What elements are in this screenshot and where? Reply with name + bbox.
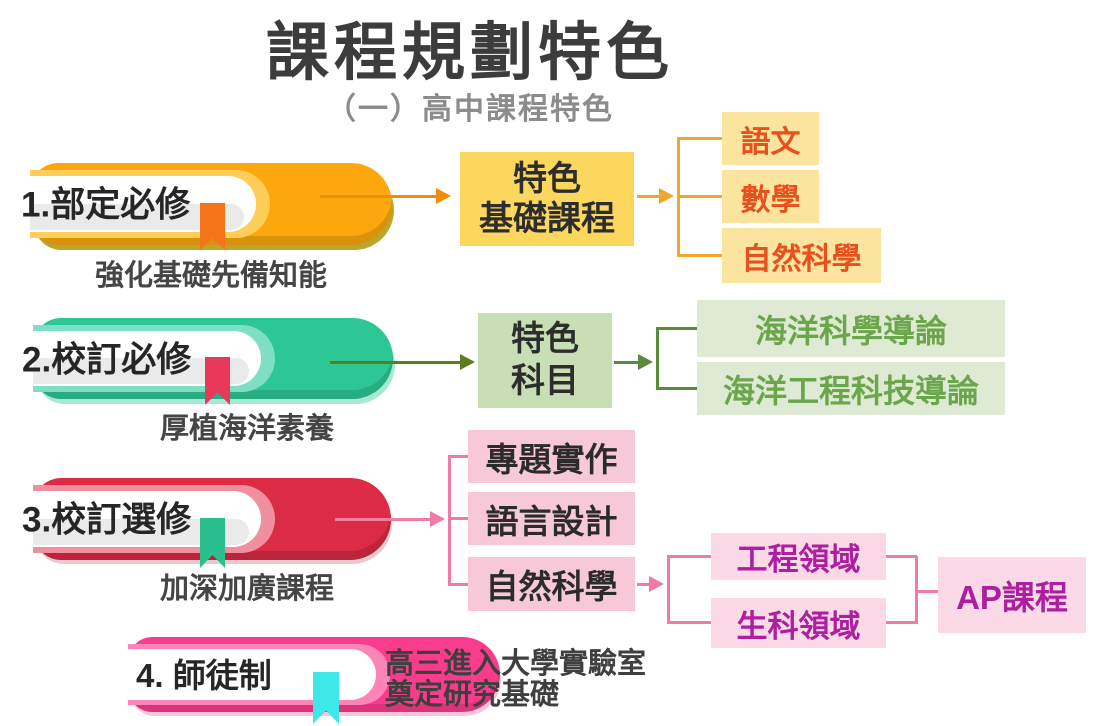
bracket-3-vertical bbox=[448, 456, 451, 586]
bracket-1-branch-top bbox=[677, 137, 722, 140]
book-3-label: 3.校訂選修 bbox=[22, 500, 192, 540]
bracket-3-branch-top bbox=[448, 455, 468, 458]
leaf-natural-science: 自然科學 bbox=[722, 228, 881, 283]
leaf-math: 數學 bbox=[722, 170, 819, 223]
book-4-caption-line1: 高三進入大學實驗室 bbox=[385, 648, 647, 680]
bracket-1-vertical bbox=[677, 139, 680, 257]
bracket-1-branch-mid bbox=[677, 195, 722, 198]
arrow-1a-line bbox=[320, 195, 438, 198]
arrow-2a-head bbox=[460, 354, 475, 370]
page-subtitle: （一）高中課程特色 bbox=[326, 93, 614, 126]
arrow-2b-line bbox=[614, 361, 640, 364]
book-2: 2.校訂必修 bbox=[22, 318, 393, 405]
book-4: 4. 師徒制 bbox=[128, 637, 500, 724]
node-featured-subjects: 特色 科目 bbox=[478, 313, 612, 408]
bracket-ap-bot bbox=[886, 621, 917, 624]
leaf-bioscience-field: 生科領域 bbox=[711, 598, 886, 648]
bookmark-ribbon-icon bbox=[200, 518, 225, 568]
book-4-label: 4. 師徒制 bbox=[136, 656, 272, 694]
bracket-2-branch-bot bbox=[656, 387, 697, 390]
arrow-3b-head bbox=[649, 576, 664, 592]
book-2-caption: 厚植海洋素養 bbox=[160, 413, 335, 445]
bracket-ap-mid bbox=[915, 590, 938, 593]
bracket-1-branch-bot bbox=[677, 254, 722, 257]
bracket-3-branch-mid bbox=[448, 517, 468, 520]
bracket-2-vertical bbox=[656, 328, 659, 390]
arrow-1a-head bbox=[436, 188, 451, 204]
bracket-3b-vertical bbox=[667, 556, 670, 624]
leaf-engineering-field: 工程領域 bbox=[711, 533, 886, 580]
arrow-3a-line bbox=[335, 518, 432, 521]
book-1: 1.部定必修 bbox=[21, 163, 392, 250]
bracket-3-branch-bot bbox=[448, 583, 468, 586]
node-line1: 特色 bbox=[511, 320, 579, 359]
book-3: 3.校訂選修 bbox=[22, 478, 391, 568]
arrow-2b-head bbox=[638, 354, 653, 370]
book-3-caption: 加深加廣課程 bbox=[160, 573, 335, 605]
node-line2: 基礎課程 bbox=[479, 200, 615, 238]
arrow-1b-head bbox=[659, 188, 674, 204]
bracket-3b-branch-top bbox=[667, 555, 711, 558]
book-1-label: 1.部定必修 bbox=[21, 185, 191, 225]
leaf-language: 語文 bbox=[722, 112, 819, 165]
arrow-3b-line bbox=[637, 583, 651, 586]
leaf-language-design: 語言設計 bbox=[468, 492, 635, 545]
leaf-marine-science-intro: 海洋科學導論 bbox=[697, 300, 1005, 357]
book-1-caption: 強化基礎先備知能 bbox=[95, 260, 328, 292]
bracket-3b-branch-bot bbox=[667, 621, 711, 624]
page-title: 課程規劃特色 bbox=[266, 18, 674, 88]
arrow-1b-line bbox=[637, 195, 661, 198]
book-2-label: 2.校訂必修 bbox=[22, 339, 192, 379]
node-ap-courses: AP課程 bbox=[938, 557, 1086, 633]
leaf-natural-science-elective: 自然科學 bbox=[468, 557, 635, 611]
leaf-project-practice: 專題實作 bbox=[468, 430, 635, 483]
bracket-2-branch-top bbox=[656, 327, 697, 330]
arrow-2a-line bbox=[330, 361, 462, 364]
bookmark-ribbon-icon bbox=[313, 672, 339, 724]
node-featured-basic-courses: 特色 基礎課程 bbox=[460, 152, 634, 246]
arrow-3a-head bbox=[430, 511, 445, 527]
book-4-caption-line2: 奠定研究基礎 bbox=[385, 679, 560, 711]
leaf-marine-engineering-intro: 海洋工程科技導論 bbox=[697, 362, 1005, 415]
bracket-ap-top bbox=[886, 555, 917, 558]
node-line1: 特色 bbox=[513, 159, 581, 198]
node-line2: 科目 bbox=[511, 361, 579, 400]
